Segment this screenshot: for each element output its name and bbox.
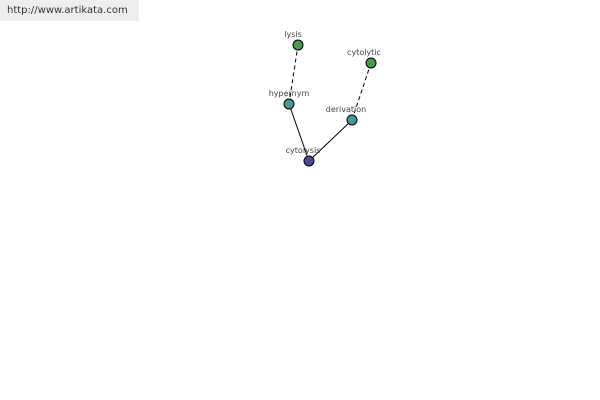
- node-cytolysis[interactable]: cytolysis: [286, 146, 321, 167]
- node-circle-lysis[interactable]: [292, 39, 304, 51]
- edge-hypernym-lysis: [288, 44, 299, 105]
- node-label-lysis: lysis: [284, 30, 302, 39]
- node-derivation[interactable]: derivation: [326, 105, 366, 126]
- node-label-hypernym: hypernym: [269, 89, 310, 98]
- node-circle-derivation[interactable]: [346, 114, 358, 126]
- edge-cytolysis-hypernym: [288, 103, 310, 162]
- node-label-derivation: derivation: [326, 105, 366, 114]
- source-link[interactable]: http://www.artikata.com: [7, 5, 128, 16]
- edge-layer: [288, 44, 372, 162]
- node-hypernym[interactable]: hypernym: [269, 89, 310, 110]
- node-circle-cytolytic[interactable]: [365, 57, 377, 69]
- node-layer: cytolysis hypernym derivation lysis cytolyti…: [269, 30, 381, 167]
- edge-derivation-cytolytic: [351, 62, 372, 121]
- node-circle-cytolysis[interactable]: [303, 155, 315, 167]
- node-circle-hypernym[interactable]: [283, 98, 295, 110]
- node-lysis[interactable]: lysis: [284, 30, 304, 51]
- node-label-cytolytic: cytolytic: [347, 48, 381, 57]
- node-label-cytolysis: cytolysis: [286, 146, 321, 155]
- node-cytolytic[interactable]: cytolytic: [347, 48, 381, 69]
- source-link-bar[interactable]: http://www.artikata.com: [0, 0, 139, 21]
- edge-cytolysis-derivation: [308, 119, 353, 162]
